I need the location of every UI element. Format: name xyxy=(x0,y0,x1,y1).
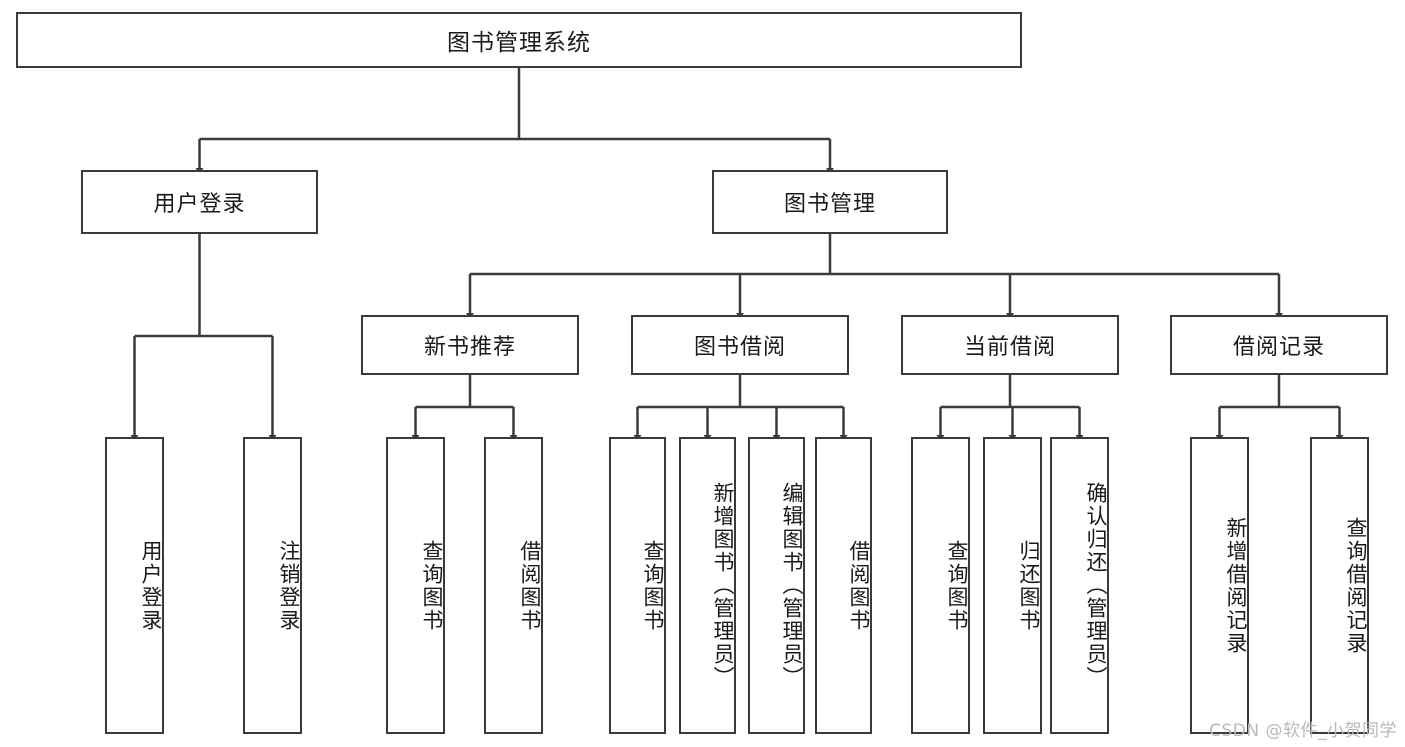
node-leaf-bb-borrow[interactable]: 借阅图书 xyxy=(815,437,872,734)
node-leaf-br-add[interactable]: 新增借阅记录 xyxy=(1190,437,1249,734)
node-label: 编辑图书（管理员） xyxy=(780,482,804,689)
node-leaf-rec-query[interactable]: 查询图书 xyxy=(386,437,445,734)
node-label: 注销登录 xyxy=(277,539,301,632)
node-l3-new-book-rec[interactable]: 新书推荐 xyxy=(361,315,579,375)
node-label: 借阅图书 xyxy=(518,539,542,632)
node-leaf-bb-add[interactable]: 新增图书（管理员） xyxy=(679,437,736,734)
node-label: 查询借阅记录 xyxy=(1344,516,1368,655)
node-leaf-cb-query[interactable]: 查询图书 xyxy=(911,437,970,734)
node-l3-current-borrow[interactable]: 当前借阅 xyxy=(901,315,1119,375)
node-label: 查询图书 xyxy=(945,539,969,632)
node-label: 新增借阅记录 xyxy=(1224,516,1248,655)
node-l3-book-borrow[interactable]: 图书借阅 xyxy=(631,315,849,375)
node-l2-book-mgmt[interactable]: 图书管理 xyxy=(712,170,948,234)
node-leaf-user-logout[interactable]: 注销登录 xyxy=(243,437,302,734)
node-label: 用户登录 xyxy=(153,192,246,217)
node-label: 确认归还（管理员） xyxy=(1084,482,1108,689)
node-leaf-cb-confirm[interactable]: 确认归还（管理员） xyxy=(1050,437,1109,734)
node-label: 归还图书 xyxy=(1017,539,1041,632)
node-label: 新增图书（管理员） xyxy=(711,482,735,689)
node-l2-user-login[interactable]: 用户登录 xyxy=(81,170,318,234)
node-leaf-bb-edit[interactable]: 编辑图书（管理员） xyxy=(748,437,805,734)
node-label: 新书推荐 xyxy=(423,335,516,360)
watermark-text: CSDN @软件_小贺同学 xyxy=(1209,721,1397,741)
node-label: 借阅图书 xyxy=(847,539,871,632)
node-label: 图书管理系统 xyxy=(447,30,591,56)
node-l3-borrow-record[interactable]: 借阅记录 xyxy=(1170,315,1388,375)
node-label: 当前借阅 xyxy=(963,335,1056,360)
node-label: 查询图书 xyxy=(641,539,665,632)
node-root[interactable]: 图书管理系统 xyxy=(16,12,1022,68)
node-label: 图书管理 xyxy=(783,192,876,217)
node-leaf-rec-borrow[interactable]: 借阅图书 xyxy=(484,437,543,734)
node-leaf-cb-return[interactable]: 归还图书 xyxy=(983,437,1042,734)
node-leaf-br-query[interactable]: 查询借阅记录 xyxy=(1310,437,1369,734)
node-label: 图书借阅 xyxy=(693,335,786,360)
node-leaf-user-login[interactable]: 用户登录 xyxy=(105,437,164,734)
node-label: 用户登录 xyxy=(139,539,163,632)
node-leaf-bb-query[interactable]: 查询图书 xyxy=(609,437,666,734)
node-label: 查询图书 xyxy=(420,539,444,632)
node-label: 借阅记录 xyxy=(1232,335,1325,360)
